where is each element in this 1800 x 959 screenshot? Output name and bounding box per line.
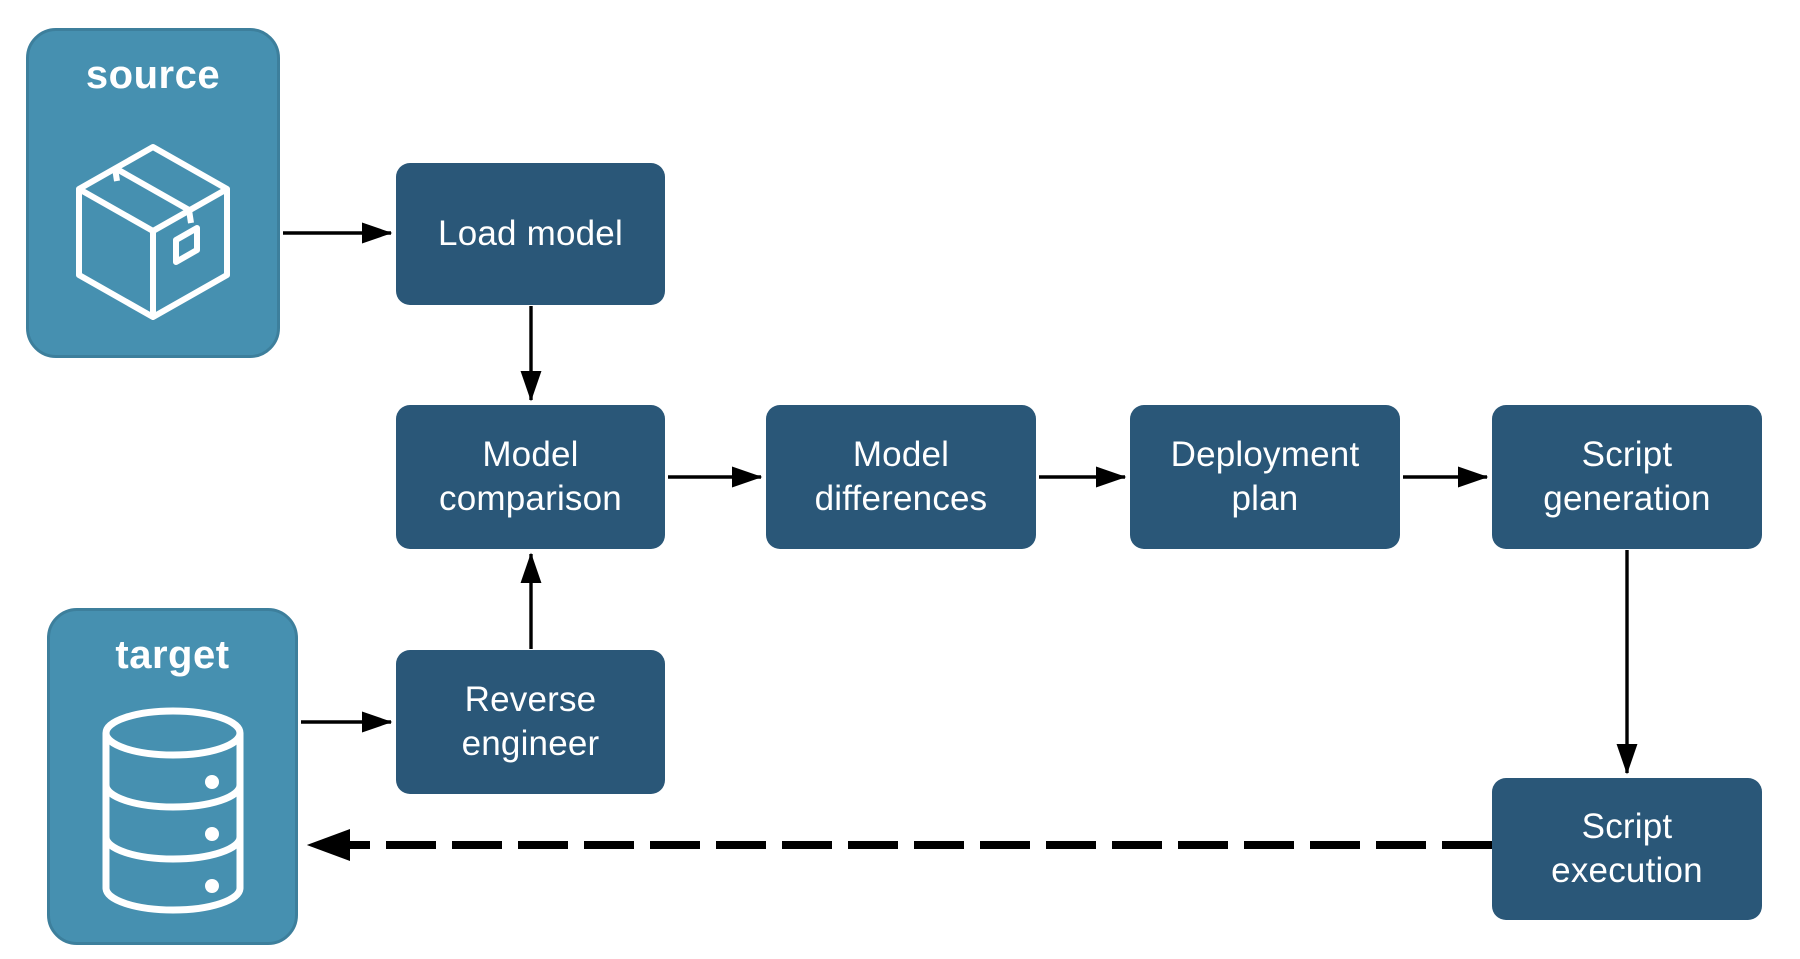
endpoint-target[interactable]: target (47, 608, 298, 945)
process-model-comparison[interactable]: Model comparison (396, 405, 665, 549)
process-model-comparison-label: Model comparison (439, 435, 622, 518)
process-script-generation-label: Script generation (1543, 435, 1711, 518)
endpoint-source[interactable]: source (26, 28, 280, 358)
process-reverse-engineer[interactable]: Reverse engineer (396, 650, 665, 794)
process-model-differences[interactable]: Model differences (766, 405, 1036, 549)
process-deployment-plan-label: Deployment plan (1170, 435, 1360, 518)
process-script-execution[interactable]: Script execution (1492, 778, 1762, 920)
process-script-generation[interactable]: Script generation (1492, 405, 1762, 549)
process-model-differences-label: Model differences (814, 435, 988, 518)
endpoint-source-label: source (85, 53, 221, 97)
process-script-execution-label: Script execution (1551, 807, 1703, 890)
database-cylinder-icon (50, 678, 295, 942)
endpoint-target-label: target (115, 633, 230, 677)
package-box-icon (29, 98, 277, 355)
process-load-model[interactable]: Load model (396, 163, 665, 305)
process-reverse-engineer-label: Reverse engineer (461, 680, 600, 763)
process-deployment-plan[interactable]: Deployment plan (1130, 405, 1400, 549)
process-load-model-label: Load model (438, 214, 623, 254)
